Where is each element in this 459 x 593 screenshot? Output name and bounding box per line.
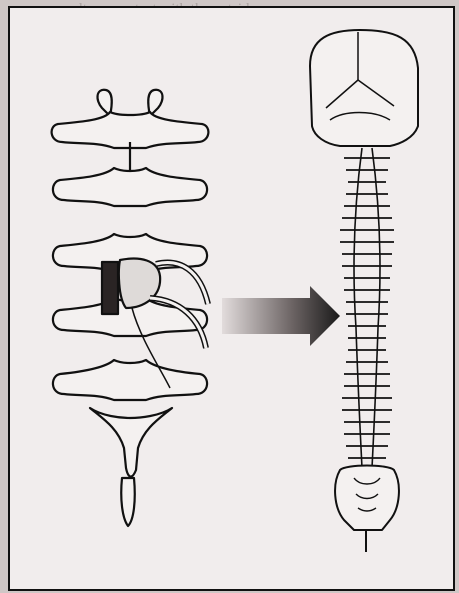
illustration-frame bbox=[8, 6, 455, 591]
full-spine-drawing bbox=[310, 30, 418, 552]
spine-illustration bbox=[10, 8, 457, 593]
pointing-arrow bbox=[222, 286, 340, 346]
lumbar-vertebrae-drawing bbox=[52, 90, 209, 526]
